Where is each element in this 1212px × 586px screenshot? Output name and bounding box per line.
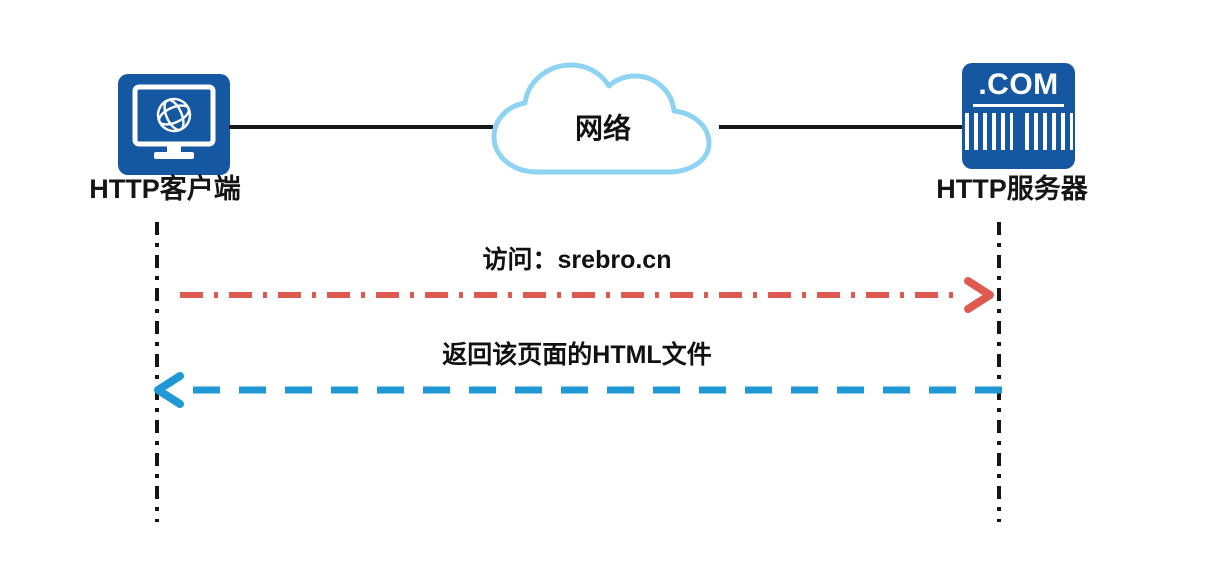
monitor-globe-icon	[132, 84, 216, 159]
request-arrow	[180, 277, 994, 313]
server-icon-rule	[973, 104, 1064, 107]
client-network-connector	[229, 125, 493, 129]
response-label: 返回该页面的HTML文件	[442, 341, 712, 369]
request-label: 访问：srebro.cn	[482, 246, 672, 274]
response-arrowhead-icon	[154, 372, 184, 408]
client-lifeline	[155, 222, 159, 522]
network-cloud	[480, 52, 726, 188]
response-arrow	[154, 372, 1002, 408]
client-label: HTTP客户端	[89, 174, 241, 204]
request-arrowhead-icon	[964, 277, 994, 313]
barcode-icon	[962, 113, 1075, 150]
server-domain-icon: .COM	[962, 63, 1075, 169]
server-icon-com-text: .COM	[978, 68, 1059, 101]
globe-icon	[156, 97, 192, 133]
client-computer-icon	[118, 74, 230, 175]
network-label: 网络	[574, 113, 631, 144]
cloud-icon	[491, 62, 712, 175]
server-label: HTTP服务器	[936, 174, 1088, 204]
barcode-bars-right	[1024, 113, 1073, 150]
server-lifeline	[997, 222, 1001, 522]
server-network-connector	[719, 125, 965, 129]
barcode-bars-left	[964, 113, 1013, 150]
